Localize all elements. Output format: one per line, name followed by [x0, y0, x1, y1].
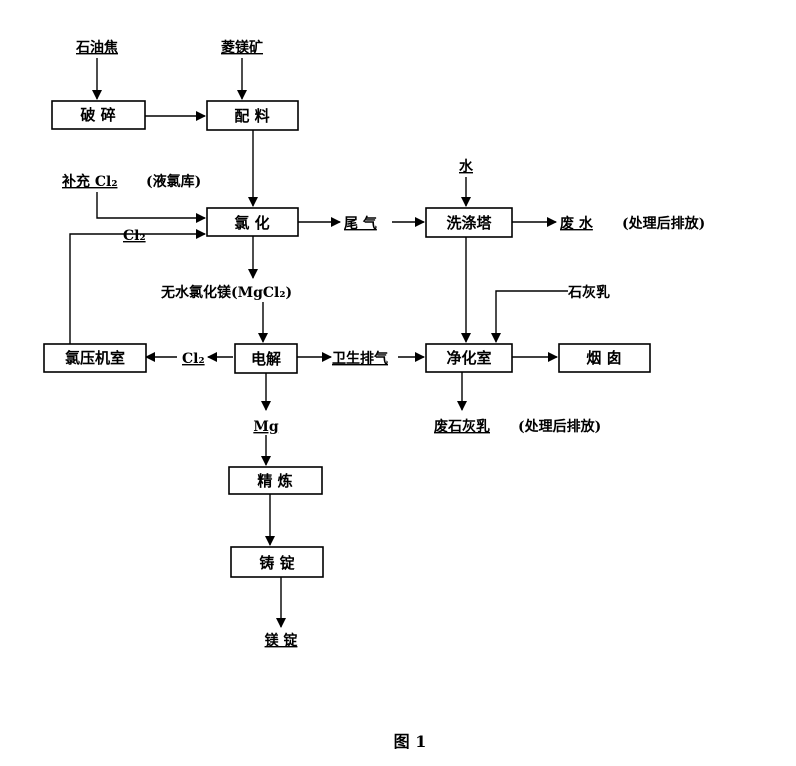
label-cl2-supplement: 补充 Cl₂ — [61, 173, 117, 190]
arrow-lime-to-purifier — [491, 290, 568, 343]
label-cl2-out: Cl₂ — [182, 351, 205, 367]
label-petroleum-coke: 石油焦 — [75, 39, 118, 56]
box-scrubber — [425, 207, 513, 238]
arrow-cl2-return — [69, 229, 206, 347]
label-waste-lime: 废石灰乳 — [434, 418, 490, 435]
box-electrolysis — [234, 343, 298, 374]
label-cl2-return: Cl₂ — [123, 228, 146, 244]
box-casting — [230, 546, 324, 578]
label-cl2-supplement-note: (液氯库) — [146, 173, 201, 190]
label-purifier: 净化室 — [446, 349, 491, 367]
label-lime-milk: 石灰乳 — [567, 284, 610, 301]
label-magnesite-ore: 菱镁矿 — [221, 39, 263, 56]
box-refining — [228, 466, 323, 495]
label-refining: 精 炼 — [257, 472, 292, 490]
label-compressor: 氯压机室 — [65, 349, 125, 367]
box-purifier — [425, 343, 513, 373]
label-batching: 配 料 — [234, 107, 269, 125]
label-waste-water-note: (处理后排放) — [622, 215, 705, 232]
connectors — [69, 58, 568, 628]
figure-caption: 图 1 — [394, 732, 427, 751]
box-chlorination — [206, 207, 299, 237]
label-scrubber: 洗涤塔 — [446, 214, 492, 232]
box-crush — [51, 100, 146, 130]
box-compressor — [43, 343, 147, 373]
label-casting: 铸 锭 — [259, 554, 294, 572]
label-waste-lime-note: (处理后排放) — [518, 418, 601, 435]
label-crush: 破 碎 — [80, 106, 115, 124]
label-chlorination: 氯 化 — [234, 214, 269, 232]
label-water: 水 — [459, 158, 474, 175]
label-waste-water: 废 水 — [560, 215, 594, 232]
box-batching — [206, 100, 299, 131]
box-chimney — [558, 343, 651, 373]
label-mg: Mg — [253, 419, 278, 435]
label-electrolysis: 电解 — [251, 350, 281, 368]
label-anhydrous-mgcl2: 无水氯化镁(MgCl₂) — [160, 284, 292, 301]
arrow-cl2-supplement — [96, 192, 206, 223]
label-tail-gas: 尾 气 — [344, 215, 377, 232]
label-sanitary-exhaust: 卫生排气 — [332, 350, 388, 367]
label-ingot: 镁 锭 — [265, 632, 298, 649]
label-chimney: 烟 囱 — [586, 349, 621, 367]
